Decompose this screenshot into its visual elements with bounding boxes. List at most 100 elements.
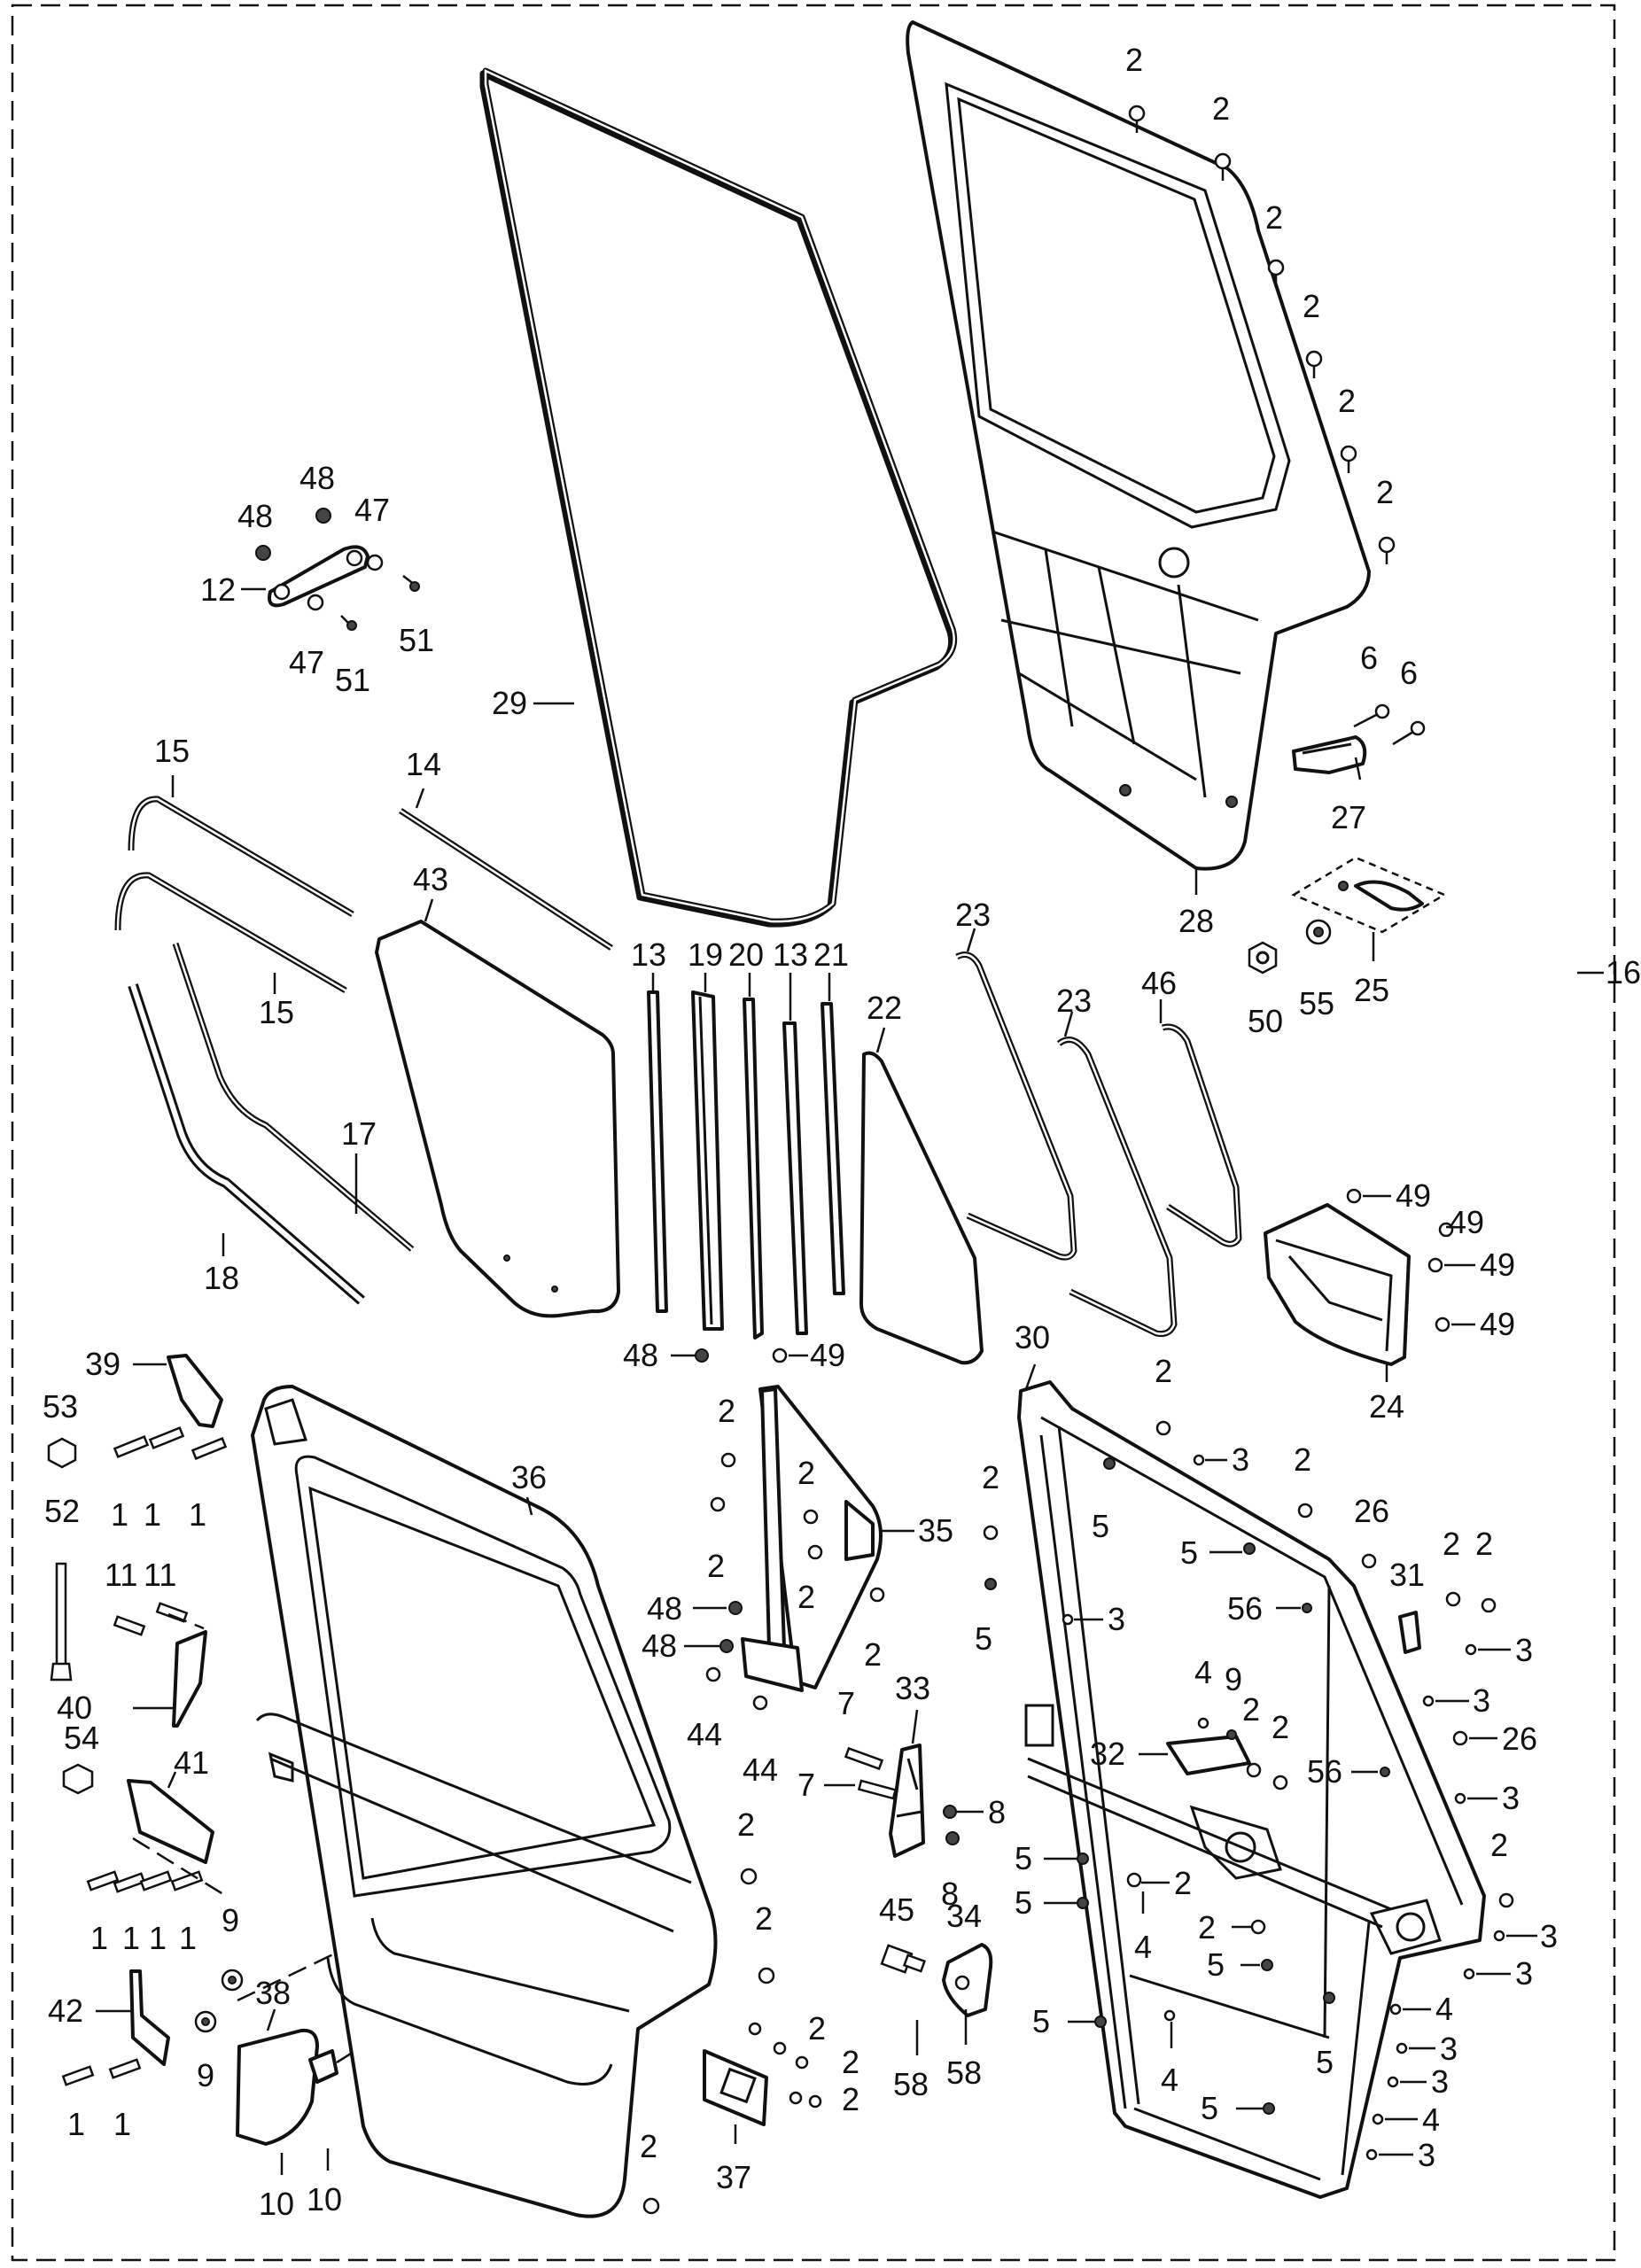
- screw-icon: [1340, 445, 1357, 473]
- callout-44: 44: [743, 1751, 778, 1788]
- callout-48: 48: [623, 1337, 658, 1373]
- callout-2: 2: [1272, 1709, 1289, 1745]
- callout-58: 58: [893, 2066, 929, 2102]
- callout-16: 16: [1606, 954, 1641, 990]
- callout-23: 23: [1056, 983, 1092, 1019]
- callout-47: 47: [354, 492, 390, 528]
- callout-51: 51: [399, 622, 434, 658]
- callout-2: 2: [797, 1455, 815, 1491]
- screw-icon: [1214, 152, 1232, 181]
- callout-48: 48: [642, 1627, 677, 1664]
- callout-3: 3: [1431, 2063, 1449, 2100]
- bolt-icon: [139, 1870, 173, 1891]
- callout-2: 2: [1475, 1526, 1493, 1562]
- part-42-door-check: 42 9 9 1 1: [48, 1902, 244, 2142]
- callout-2: 2: [1376, 474, 1394, 510]
- callout-3: 3: [1515, 1955, 1533, 1992]
- callout-2: 2: [1155, 1353, 1172, 1389]
- callout-4: 4: [1161, 2062, 1178, 2098]
- bolt-icon: [844, 1746, 884, 1771]
- callout-49: 49: [1396, 1177, 1431, 1214]
- callout-37: 37: [716, 2159, 751, 2195]
- part-30-door-frame: 30: [1015, 1319, 1486, 2199]
- washer-icon: [366, 554, 384, 571]
- callout-5: 5: [1015, 1884, 1032, 1921]
- callout-48: 48: [299, 460, 335, 496]
- assembly-boundary: 16: [11, 4, 1641, 2262]
- bolt-icon: [857, 1779, 898, 1800]
- callout-1: 1: [189, 1496, 206, 1533]
- callout-46: 46: [1141, 965, 1177, 1001]
- part-36-outer-door-shell: 36: [251, 1385, 718, 2218]
- nut-icon: [1248, 941, 1278, 975]
- callout-21: 21: [813, 936, 849, 973]
- callout-5: 5: [1316, 2044, 1334, 2080]
- callout-2: 2: [707, 1548, 725, 1584]
- nut-icon: [62, 1763, 94, 1795]
- callout-2: 2: [755, 1900, 773, 1937]
- part-29-window-seal: 29: [479, 67, 958, 928]
- part-14-top-seal-strip: 14: [399, 746, 613, 951]
- callout-48: 48: [237, 498, 273, 534]
- callout-51: 51: [335, 662, 370, 698]
- callout-52: 52: [44, 1493, 80, 1529]
- callout-1: 1: [90, 1920, 108, 1956]
- part-27-inner-handle: 27 6 6: [1292, 640, 1426, 835]
- callout-2: 2: [982, 1459, 999, 1495]
- callout-4: 4: [1435, 1991, 1453, 2027]
- callout-6: 6: [1400, 655, 1418, 691]
- callout-3: 3: [1540, 1918, 1558, 1954]
- callout-30: 30: [1015, 1319, 1050, 1355]
- callout-9: 9: [1225, 1661, 1242, 1697]
- callout-49: 49: [810, 1337, 845, 1373]
- callout-1: 1: [149, 1920, 167, 1956]
- part-38-exterior-handle: 38 10 10: [236, 1975, 342, 2222]
- callout-2: 2: [864, 1636, 882, 1673]
- part-33-door-latch: 33 7 7 8 8: [797, 1670, 1006, 1912]
- screw-icon: [1267, 259, 1285, 287]
- callout-5: 5: [1180, 1534, 1198, 1571]
- callout-9: 9: [197, 2057, 214, 2093]
- callout-5: 5: [1201, 2090, 1218, 2126]
- screw-icon: [1378, 536, 1396, 564]
- callout-14: 14: [406, 746, 441, 782]
- part-25-latch-kit: 25 50 55: [1248, 856, 1447, 1039]
- callout-22: 22: [867, 990, 902, 1026]
- panel-rim-screws: 2 2 2 2 2 2: [1125, 42, 1396, 564]
- screw-icon: [1353, 703, 1390, 728]
- callout-5: 5: [1092, 1508, 1109, 1544]
- callout-7: 7: [837, 1685, 855, 1721]
- callout-7: 7: [797, 1767, 815, 1803]
- callout-48: 48: [647, 1590, 682, 1627]
- callout-2: 2: [1125, 42, 1143, 78]
- callout-4: 4: [1134, 1929, 1152, 1965]
- part-22-vent-glass: 22: [859, 990, 984, 1365]
- callout-8: 8: [988, 1794, 1006, 1830]
- callout-4: 4: [1194, 1654, 1212, 1690]
- callout-2: 2: [797, 1579, 815, 1615]
- callout-2: 2: [1242, 1691, 1260, 1728]
- part-37-inside-release: 37 2 2 2: [703, 2010, 859, 2195]
- bolt-icon: [402, 575, 420, 592]
- part-12-hinge-link: 12 48 48 47 47 51 51: [200, 460, 434, 698]
- bolt-icon: [61, 2065, 95, 2086]
- callout-40: 40: [57, 1689, 92, 1726]
- callout-6: 6: [1360, 640, 1378, 676]
- callout-50: 50: [1248, 1003, 1283, 1039]
- bolt-icon: [113, 1434, 150, 1459]
- callout-2: 2: [1443, 1526, 1460, 1562]
- callout-13: 13: [631, 936, 666, 973]
- callout-3: 3: [1232, 1441, 1249, 1478]
- part-34-striker: 45 34 58 58: [879, 1891, 993, 2102]
- callout-2: 2: [1338, 383, 1356, 419]
- callout-2: 2: [842, 2044, 859, 2080]
- callout-27: 27: [1331, 799, 1366, 835]
- callout-20: 20: [728, 936, 764, 973]
- callout-3: 3: [1502, 1780, 1520, 1816]
- channel-fasteners: 48 49: [623, 1337, 845, 1373]
- callout-12: 12: [200, 571, 236, 608]
- callout-3: 3: [1515, 1632, 1533, 1668]
- bolt-icon: [108, 2058, 142, 2079]
- bolt-icon: [86, 1870, 120, 1891]
